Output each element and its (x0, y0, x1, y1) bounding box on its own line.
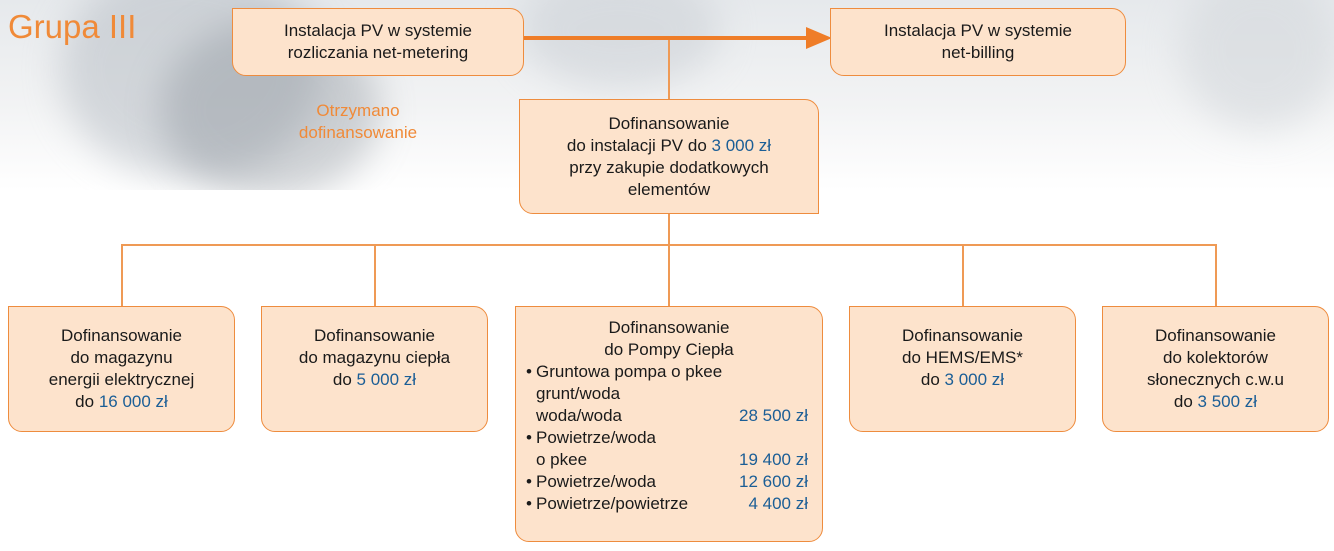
heat-pump-line1: Dofinansowanie (608, 318, 730, 337)
heat-pump-amount: 28 500 zł (739, 406, 808, 425)
hems-amount-prefix: do (920, 370, 945, 389)
heat-pump-type: Powietrze/powietrze (536, 494, 689, 513)
heat-pump-row: o pkee 19 400 zł (526, 449, 808, 471)
solar-line2: do kolektorów (1163, 348, 1268, 367)
battery-line2: do magazynu (70, 348, 173, 367)
net-billing-box: Instalacja PV w systemie net-billing (830, 8, 1126, 76)
heat-pump-row-left: grunt/woda (526, 383, 620, 405)
arrow-line (522, 36, 812, 40)
arrow-head-icon (806, 27, 832, 49)
heat-pump-type: grunt/woda (536, 384, 621, 403)
net-metering-text: Instalacja PV w systemie rozliczania net… (283, 21, 472, 62)
heat-pump-row-left: woda/woda (526, 405, 622, 427)
heat-pump-row: grunt/woda (526, 383, 808, 405)
heat-pump-row: •Powietrze/woda (526, 427, 808, 449)
heat-pump-type: woda/woda (536, 406, 623, 425)
hems-amount: 3 000 zł (944, 370, 1005, 389)
pv-funding-line1: Dofinansowanie (608, 113, 730, 133)
hems-line3: do 3 000 zł (921, 369, 1004, 391)
heat-storage-line1: Dofinansowanie (314, 326, 435, 345)
heat-pump-type: Powietrze/woda (536, 472, 657, 491)
pv-funding-line2: do instalacji PV do 3 000 zł (567, 135, 771, 157)
hems-box: Dofinansowanie do HEMS/EMS* do 3 000 zł (849, 306, 1076, 432)
heat-pump-type: o pkee (536, 450, 588, 469)
hems-line2: do HEMS/EMS* (902, 348, 1023, 367)
heat-storage-box: Dofinansowanie do magazynu ciepła do 5 0… (261, 306, 488, 432)
battery-amount: 16 000 zł (98, 392, 168, 411)
bullet-icon: • (526, 428, 532, 447)
heat-pump-amount: 4 400 zł (748, 494, 808, 513)
heat-pump-line2: do Pompy Ciepła (604, 340, 734, 359)
received-funding-label: Otrzymano dofinansowanie (298, 101, 418, 142)
heat-pump-type: Powietrze/woda (536, 428, 657, 447)
pv-funding-line4: elementów (627, 179, 711, 199)
heat-pump-row: •Gruntowa pompa o pkee (526, 361, 808, 383)
heat-pump-row: woda/woda 28 500 zł (526, 405, 808, 427)
heat-pump-amount: 12 600 zł (739, 472, 808, 491)
bullet-icon: • (526, 472, 532, 491)
heat-pump-row: •Powietrze/woda 12 600 zł (526, 471, 808, 493)
heat-storage-line3: do 5 000 zł (333, 369, 416, 391)
battery-storage-box: Dofinansowanie do magazynu energii elekt… (8, 306, 235, 432)
heat-pump-row-left: •Gruntowa pompa o pkee (526, 361, 722, 383)
solar-line4: do 3 500 zł (1174, 391, 1257, 413)
solar-line3: słonecznych c.w.u (1146, 370, 1284, 389)
hems-line1: Dofinansowanie (902, 326, 1023, 345)
pv-funding-line3: przy zakupie dodatkowych (569, 157, 769, 177)
solar-amount: 3 500 zł (1197, 392, 1258, 411)
connector-drop-1 (121, 244, 123, 306)
heat-pump-box: Dofinansowanie do Pompy Ciepła •Gruntowa… (515, 306, 823, 542)
heat-storage-line2: do magazynu ciepła (298, 348, 451, 367)
connector-center-down (668, 213, 670, 245)
heat-storage-amount: 5 000 zł (356, 370, 417, 389)
battery-line1: Dofinansowanie (61, 326, 182, 345)
solar-amount-prefix: do (1173, 392, 1198, 411)
battery-line4: do 16 000 zł (75, 391, 168, 413)
battery-amount-prefix: do (75, 392, 99, 411)
connector-drop-3 (668, 244, 670, 306)
solar-collectors-box: Dofinansowanie do kolektorów słonecznych… (1102, 306, 1329, 432)
heat-pump-amount: 19 400 zł (739, 450, 808, 469)
heat-storage-amount-prefix: do (332, 370, 357, 389)
battery-line3: energii elektrycznej (48, 370, 195, 389)
connector-drop-4 (962, 244, 964, 306)
group-title: Grupa III (8, 8, 137, 45)
pv-funding-amount: 3 000 zł (711, 135, 772, 155)
bullet-icon: • (526, 494, 532, 513)
heat-pump-row-left: •Powietrze/woda (526, 471, 656, 493)
connector-drop-2 (374, 244, 376, 306)
bullet-icon: • (526, 362, 532, 381)
connector-top-to-center (668, 38, 670, 100)
heat-pump-row-left: o pkee (526, 449, 587, 471)
heat-pump-row-left: •Powietrze/woda (526, 427, 656, 449)
solar-line1: Dofinansowanie (1155, 326, 1276, 345)
net-billing-text: Instalacja PV w systemie net-billing (883, 21, 1072, 62)
heat-pump-row: •Powietrze/powietrze 4 400 zł (526, 493, 808, 515)
heat-pump-row-left: •Powietrze/powietrze (526, 493, 688, 515)
connector-drop-5 (1215, 244, 1217, 306)
net-metering-box: Instalacja PV w systemie rozliczania net… (232, 8, 524, 76)
pv-funding-box: Dofinansowanie do instalacji PV do 3 000… (519, 99, 819, 214)
heat-pump-type: Gruntowa pompa o pkee (536, 362, 723, 381)
pv-funding-line2-text: do instalacji PV do (566, 135, 712, 155)
